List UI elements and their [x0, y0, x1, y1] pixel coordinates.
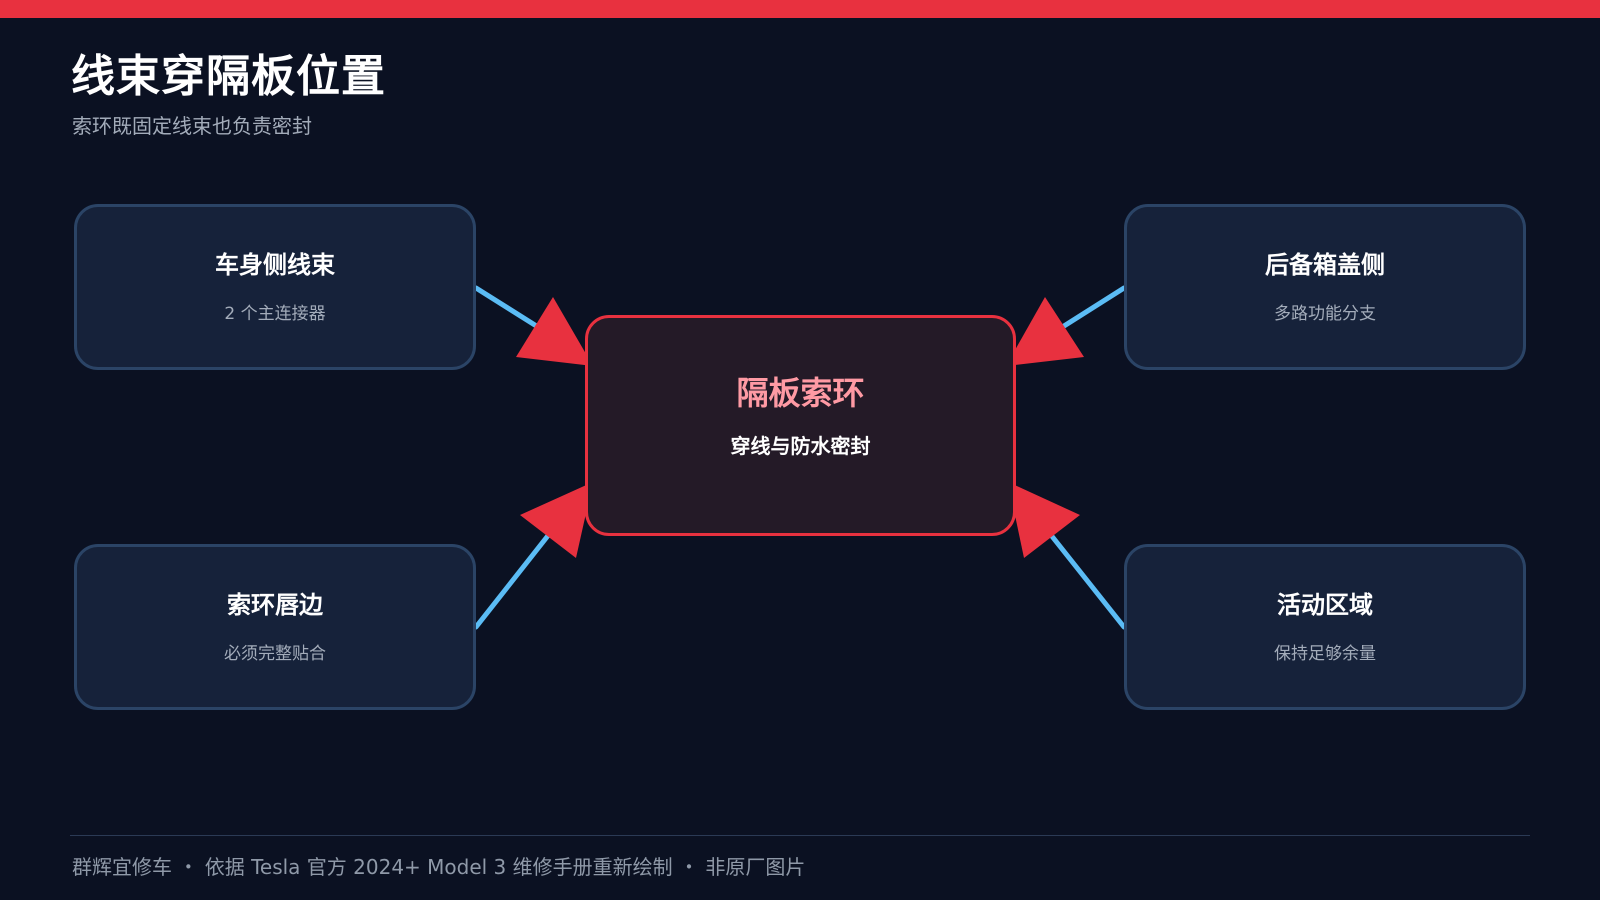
node-grommet-lip: 索环唇边 必须完整贴合 [74, 544, 476, 710]
arrowhead-bottom-right [1008, 482, 1080, 558]
node-trunk-lid-side: 后备箱盖侧 多路功能分支 [1124, 204, 1526, 370]
top-accent-bar [0, 0, 1600, 18]
page-title: 线束穿隔板位置 [71, 51, 386, 102]
node-title: 活动区域 [1277, 591, 1373, 619]
node-body-harness: 车身侧线束 2 个主连接器 [74, 204, 476, 370]
node-subtitle: 多路功能分支 [1274, 304, 1376, 324]
node-movement-zone: 活动区域 保持足够余量 [1124, 544, 1526, 710]
connector-line-bottom-right [1044, 527, 1127, 630]
arrowhead-top-left [516, 297, 593, 366]
center-node-title: 隔板索环 [736, 374, 865, 412]
node-title: 后备箱盖侧 [1265, 251, 1385, 279]
connector-line-top-right [1061, 285, 1127, 329]
arrowhead-top-right [1006, 297, 1084, 366]
page-subtitle: 索环既固定线束也负责密封 [72, 114, 312, 138]
node-subtitle: 必须完整贴合 [224, 644, 326, 664]
node-subtitle: 2 个主连接器 [224, 304, 326, 324]
center-node-subtitle: 穿线与防水密封 [730, 434, 871, 458]
arrowhead-bottom-left [520, 482, 593, 558]
footer-divider [70, 835, 1530, 836]
connector-line-bottom-left [473, 525, 557, 630]
connector-line-top-left [473, 285, 541, 330]
node-title: 车身侧线束 [215, 251, 335, 279]
footer-credit: 群辉宜修车 ・ 依据 Tesla 官方 2024+ Model 3 维修手册重新… [72, 855, 806, 879]
node-title: 索环唇边 [227, 591, 323, 619]
center-node-grommet: 隔板索环 穿线与防水密封 [585, 315, 1016, 536]
node-subtitle: 保持足够余量 [1274, 644, 1376, 664]
